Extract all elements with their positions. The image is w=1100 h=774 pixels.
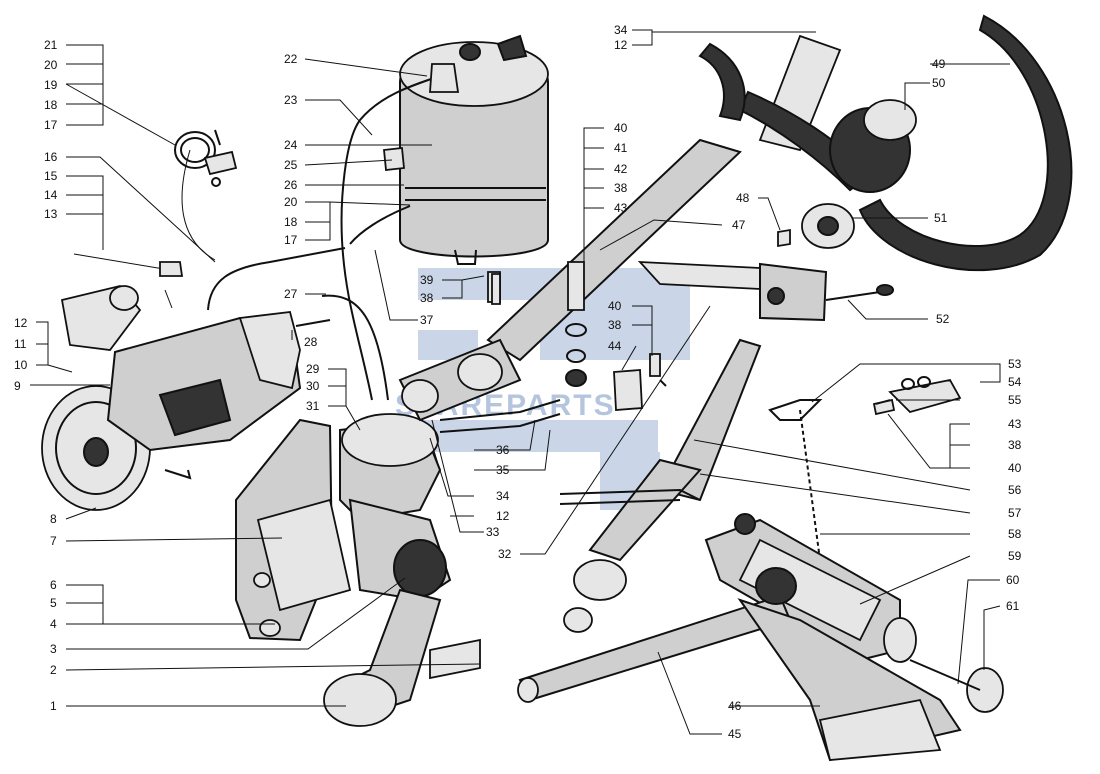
callout-label: 55 — [1008, 393, 1022, 407]
labels-center: 22 23 24 25 26 20 18 17 39 38 37 27 28 2… — [284, 52, 512, 561]
callout-label: 27 — [284, 287, 298, 301]
callout-label: 58 — [1008, 527, 1022, 541]
labels-right-top: 34 12 49 50 40 41 42 38 43 48 47 51 40 3… — [608, 23, 950, 353]
callout-label: 16 — [44, 150, 58, 164]
callout-label: 6 — [50, 578, 57, 592]
callout-label: 15 — [44, 169, 58, 183]
callout-label: 40 — [1008, 461, 1022, 475]
callout-label: 33 — [486, 525, 500, 539]
callout-label: 10 — [14, 358, 28, 372]
callout-label: 20 — [44, 58, 58, 72]
callout-label: 30 — [306, 379, 320, 393]
callout-label: 31 — [306, 399, 320, 413]
callout-label: 12 — [14, 316, 28, 330]
callout-label: 54 — [1008, 375, 1022, 389]
callout-label: 57 — [1008, 506, 1022, 520]
callout-label: 26 — [284, 178, 298, 192]
callout-label: 38 — [420, 291, 434, 305]
callout-label: 61 — [1006, 599, 1020, 613]
callout-label: 5 — [50, 596, 57, 610]
callout-label: 51 — [934, 211, 948, 225]
clamp-drawing — [174, 129, 238, 187]
pump-drawing — [41, 284, 302, 511]
callout-label: 29 — [306, 362, 320, 376]
labels-left: 21 20 19 18 17 16 15 14 13 12 11 10 9 8 … — [14, 38, 58, 713]
callout-label: 2 — [50, 663, 57, 677]
bolts-drawing — [491, 228, 891, 411]
callout-label: 17 — [44, 118, 58, 132]
callout-label: 19 — [44, 78, 58, 92]
callout-label: 47 — [732, 218, 746, 232]
callout-label: 32 — [498, 547, 512, 561]
callout-label: 11 — [14, 337, 27, 351]
callout-label: 18 — [44, 98, 58, 112]
callout-label: 4 — [50, 617, 57, 631]
callout-label: 21 — [44, 38, 58, 52]
callout-label: 49 — [932, 57, 946, 71]
callout-label: 12 — [614, 38, 628, 52]
callout-label: 1 — [50, 699, 57, 713]
callout-label: 12 — [496, 509, 510, 523]
callout-label: 17 — [284, 233, 298, 247]
callout-label: 40 — [608, 299, 622, 313]
callout-label: 43 — [1008, 417, 1022, 431]
pipes-drawing — [295, 239, 561, 433]
callout-label: 39 — [420, 273, 434, 287]
oil-tank-drawing — [340, 34, 549, 265]
callout-label: 38 — [1008, 438, 1022, 452]
callout-label: 40 — [614, 121, 628, 135]
callout-label: 37 — [420, 313, 434, 327]
callout-label: 23 — [284, 93, 298, 107]
power-cylinder-drawing — [517, 513, 1004, 762]
callout-label: 24 — [284, 138, 298, 152]
lower-shaft-drawing — [559, 338, 762, 633]
callout-label: 50 — [932, 76, 946, 90]
callout-label: 8 — [50, 512, 57, 526]
callout-label: 28 — [304, 335, 318, 349]
callout-label: 35 — [496, 463, 510, 477]
hose-drawing — [73, 149, 346, 311]
callout-label: 3 — [50, 642, 57, 656]
callout-label: 14 — [44, 188, 58, 202]
callout-label: 38 — [608, 318, 622, 332]
callout-label: 60 — [1006, 573, 1020, 587]
callout-label: 22 — [284, 52, 298, 66]
callout-label: 25 — [284, 158, 298, 172]
callout-label: 41 — [614, 141, 628, 155]
callout-label: 48 — [736, 191, 750, 205]
callout-label: 36 — [496, 443, 510, 457]
callout-label: 18 — [284, 215, 298, 229]
switch-lever-drawing — [637, 260, 894, 322]
callout-label: 9 — [14, 379, 21, 393]
callout-label: 53 — [1008, 357, 1022, 371]
callout-label: 34 — [496, 489, 510, 503]
callout-label: 38 — [614, 181, 628, 195]
callout-label: 46 — [728, 699, 742, 713]
leader-lines — [30, 29, 1010, 735]
callout-label: 20 — [284, 195, 298, 209]
callout-label: 59 — [1008, 549, 1022, 563]
callout-label: 7 — [50, 534, 57, 548]
callout-label: 45 — [728, 727, 742, 741]
callout-label: 34 — [614, 23, 628, 37]
callout-label: 43 — [614, 201, 628, 215]
labels-right-bottom: 53 54 55 43 38 40 56 57 58 59 60 61 46 4… — [728, 357, 1022, 741]
callout-label: 42 — [614, 162, 628, 176]
callout-label: 44 — [608, 339, 622, 353]
callout-label: 56 — [1008, 483, 1022, 497]
steering-column-drawing — [398, 34, 842, 422]
callout-label: 13 — [44, 207, 58, 221]
steering-wheel-drawing — [698, 14, 1073, 272]
steering-gearbox-drawing — [235, 413, 481, 727]
callout-label: 52 — [936, 312, 950, 326]
